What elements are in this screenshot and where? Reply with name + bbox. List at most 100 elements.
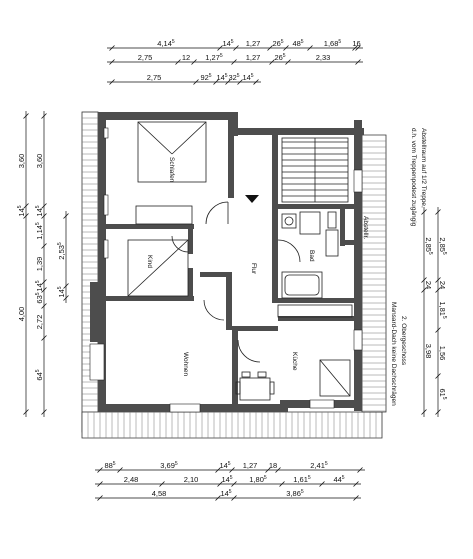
room-abstellraum: Abstellr. xyxy=(362,216,369,239)
roof-slope-right xyxy=(361,134,387,413)
room-kueche: Küche xyxy=(291,352,298,371)
dim-right-1-tick xyxy=(435,327,441,333)
room-bad: Bad xyxy=(308,250,315,262)
dimension-label: 615 xyxy=(438,388,447,399)
dim-top-3-tick xyxy=(253,79,259,85)
dim-top-1-tick xyxy=(352,45,358,51)
dim-left-2-tick xyxy=(41,213,47,219)
dim-right-2-tick xyxy=(421,277,427,283)
dimension-label: 24 xyxy=(424,281,433,289)
dim-top-3-tick xyxy=(193,79,199,85)
dim-top-2-tick xyxy=(175,59,181,65)
dimension-label: 3,695 xyxy=(160,461,178,470)
note-abstellraum-1: Abstellraum auf 1/2 Treppe, xyxy=(420,128,427,208)
dim-left-1-tick xyxy=(23,203,29,209)
dimension-lines xyxy=(23,45,441,501)
dim-left-2-tick xyxy=(41,203,47,209)
dimension-label: 1,27 xyxy=(243,461,258,470)
dim-top-2-tick xyxy=(269,59,275,65)
dim-top-1-tick xyxy=(307,45,313,51)
dim-left-2-tick xyxy=(41,303,47,309)
room-wohnen: Wohnen xyxy=(182,352,189,376)
dimension-label: 925 xyxy=(200,73,211,82)
dimension-label: 4,00 xyxy=(17,307,26,322)
dim-left-2-tick xyxy=(41,113,47,119)
dimension-label: 1,805 xyxy=(249,475,267,484)
dim-left-2-tick xyxy=(41,279,47,285)
room-flur: Flur xyxy=(250,263,257,275)
dimension-label: 2,75 xyxy=(138,53,153,62)
dim-top-2-tick xyxy=(231,59,237,65)
dimension-label: 1,145 xyxy=(35,222,44,240)
dim-top-1-tick xyxy=(267,45,273,51)
dimension-label: 1,685 xyxy=(324,39,342,48)
dimension-label: 145 xyxy=(222,39,233,48)
dim-left-2-tick xyxy=(41,243,47,249)
roof-slope-left xyxy=(81,111,99,433)
dim-top-3-tick xyxy=(225,79,231,85)
dimension-label: 885 xyxy=(104,461,115,470)
dim-top-1-tick xyxy=(233,45,239,51)
dim-left-3-tick xyxy=(63,295,69,301)
dimension-label: 2,535 xyxy=(57,242,66,260)
dim-top-3-tick xyxy=(237,79,243,85)
dimension-label: 145 xyxy=(220,489,231,498)
dim-left-1-tick xyxy=(23,409,29,415)
note-roof: Mansard-Dach keine Dachschrägen xyxy=(390,302,397,406)
windows xyxy=(89,127,363,413)
dimension-label: 265 xyxy=(274,53,285,62)
dim-bottom-2-tick xyxy=(159,481,165,487)
dim-bottom-1-tick xyxy=(229,467,235,473)
dim-right-1-tick xyxy=(435,373,441,379)
dim-bottom-1-tick xyxy=(275,467,281,473)
dim-bottom-1-tick xyxy=(265,467,271,473)
dim-bottom-1-tick xyxy=(215,467,221,473)
dim-top-1-tick xyxy=(283,45,289,51)
dimension-label: 2,72 xyxy=(35,315,44,330)
dimension-label: 1,39 xyxy=(35,257,44,272)
dim-top-2-tick xyxy=(191,59,197,65)
dim-left-2-tick xyxy=(41,335,47,341)
dimension-label: 2,855 xyxy=(438,237,447,255)
dim-right-1-tick xyxy=(435,287,441,293)
dim-bottom-1-tick xyxy=(117,467,123,473)
dimension-label: 3,60 xyxy=(17,154,26,169)
dim-top-3-tick xyxy=(213,79,219,85)
dim-right-2-tick xyxy=(421,209,427,215)
dimension-label: 145 xyxy=(242,73,253,82)
dimension-label: 145 xyxy=(216,73,227,82)
dimension-label: 4,58 xyxy=(152,489,167,498)
dim-top-1-tick xyxy=(355,45,361,51)
bathroom-fixtures xyxy=(281,211,339,257)
room-kind: Kind xyxy=(146,255,153,268)
dimension-label: 16 xyxy=(352,39,360,48)
dim-bottom-2-tick xyxy=(231,481,237,487)
wardrobe-schlafen xyxy=(135,205,193,225)
dim-left-1-tick xyxy=(23,213,29,219)
dimension-label: 145 xyxy=(57,286,66,297)
dim-top-2-tick xyxy=(285,59,291,65)
dim-bottom-2-tick xyxy=(97,481,103,487)
dimension-label: 1,275 xyxy=(205,53,223,62)
dim-bottom-1-tick xyxy=(357,467,363,473)
walls xyxy=(90,112,364,412)
dimension-label: 145 xyxy=(221,475,232,484)
dimension-label: 18 xyxy=(269,461,277,470)
dimension-label: 485 xyxy=(292,39,303,48)
bathtub xyxy=(281,271,323,299)
dimension-label: 1,615 xyxy=(293,475,311,484)
dimension-label: 145 xyxy=(17,205,26,216)
wardrobe-kind xyxy=(127,239,189,297)
dim-top-3-tick xyxy=(109,79,115,85)
dim-bottom-3-tick xyxy=(353,495,359,501)
dimension-label: 265 xyxy=(272,39,283,48)
note-abstellraum-2: d.h. vom Treppenpodest zugängig xyxy=(410,128,417,227)
dim-bottom-2-tick xyxy=(353,481,359,487)
dimension-label: 145 xyxy=(35,280,44,291)
dimension-label: 2,48 xyxy=(124,475,139,484)
dim-right-2-tick xyxy=(421,409,427,415)
dimension-label: 1,815 xyxy=(438,301,447,319)
dim-right-1-tick xyxy=(435,277,441,283)
